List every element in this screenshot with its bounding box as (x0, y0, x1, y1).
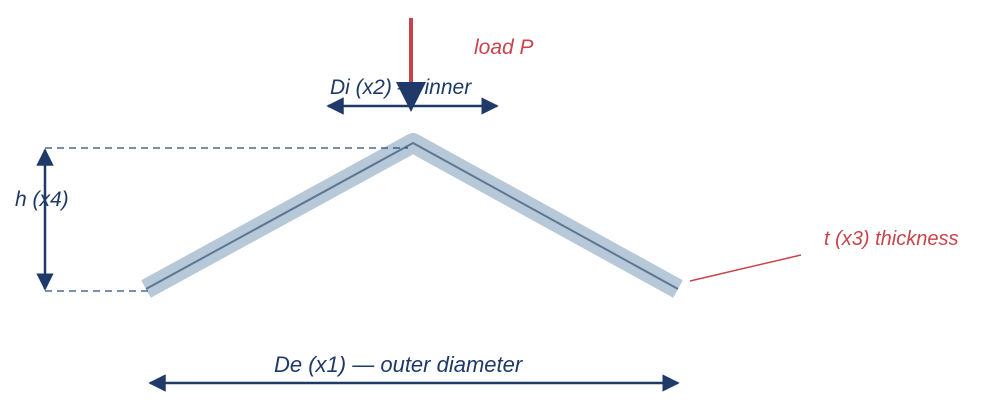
outer-diameter-label: De (x1) — outer diameter (274, 352, 524, 377)
height-dimension (36, 147, 408, 292)
load-label: load P (474, 36, 534, 59)
inner-diameter-label: Di (x2) — inner (330, 76, 472, 99)
spring-midline (145, 142, 679, 290)
spring-body (141, 133, 683, 298)
thickness-label: t (x3) thickness (824, 228, 958, 250)
load-arrowhead (396, 82, 426, 112)
thickness-leader-line (689, 254, 802, 282)
spring-cross-section (141, 133, 683, 298)
height-label: h (x4) (15, 188, 69, 211)
load-arrow (396, 18, 426, 112)
